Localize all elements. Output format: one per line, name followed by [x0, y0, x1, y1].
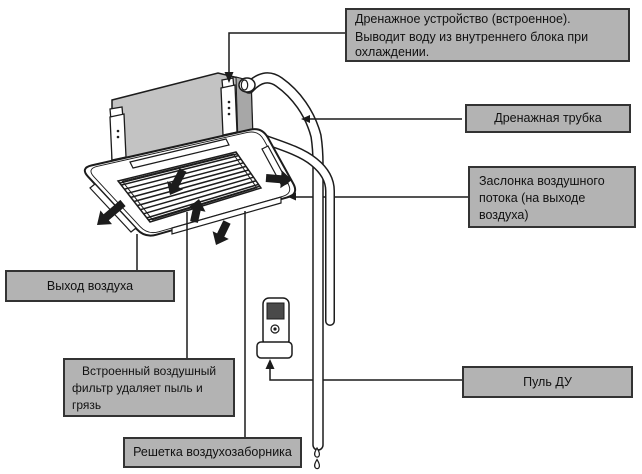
outlet-vane-se	[171, 196, 282, 235]
callout-line-remote	[269, 366, 462, 381]
air-filter-label: Встроенный воздушный фильтр удаляет пыль…	[72, 364, 217, 412]
air-outlet-label: Выход воздуха	[46, 278, 134, 293]
outlet-vane-nw	[129, 138, 230, 169]
mounting-bracket-left	[109, 106, 127, 161]
drain-pipe	[243, 72, 324, 451]
callout-line-drain-pipe	[301, 115, 462, 123]
callout-arrow-remote	[265, 359, 275, 369]
callout-arrow-air-flap	[287, 192, 296, 201]
remote-control	[256, 297, 293, 359]
callout-box-air-filter: Встроенный воздушный фильтр удаляет пыль…	[63, 358, 235, 417]
drain-device-text-1: Дренажное устройство (встроенное).	[355, 12, 571, 26]
callout-box-drain-device: Дренажное устройство (встроенное). Вывод…	[345, 8, 630, 62]
drain-device-text-2: Выводит воду из внутреннего блока при ох…	[355, 30, 589, 59]
airflow-arrow-right	[265, 170, 292, 189]
airflow-arrow-bottom	[212, 220, 231, 245]
airflow-arrow-left	[97, 199, 126, 225]
intake-grille	[116, 151, 263, 223]
mounting-bracket-right	[220, 77, 238, 136]
air-flap-label: Заслонка воздушного потока (на выходе во…	[479, 174, 605, 222]
callout-box-air-outlet: Выход воздуха	[5, 270, 175, 302]
callout-box-intake-grille: Решетка воздухозаборника	[123, 437, 302, 468]
drain-pipe-label: Дренажная трубка	[494, 111, 602, 125]
remote-label: Пуль ДУ	[523, 374, 572, 389]
water-droplets	[313, 446, 321, 470]
callout-box-remote: Пуль ДУ	[462, 366, 633, 398]
front-panel	[83, 128, 297, 237]
pipe-secondary	[258, 134, 335, 326]
drain-outlet-stub	[238, 77, 256, 93]
airflow-arrow-down	[167, 168, 187, 195]
callout-box-drain-pipe: Дренажная трубка	[465, 104, 631, 133]
callout-box-air-flap: Заслонка воздушного потока (на выходе во…	[468, 166, 636, 228]
airflow-arrow-up	[187, 199, 206, 223]
callout-line-drain-device	[224, 32, 345, 83]
intake-grille-label: Решетка воздухозаборника	[133, 445, 292, 459]
